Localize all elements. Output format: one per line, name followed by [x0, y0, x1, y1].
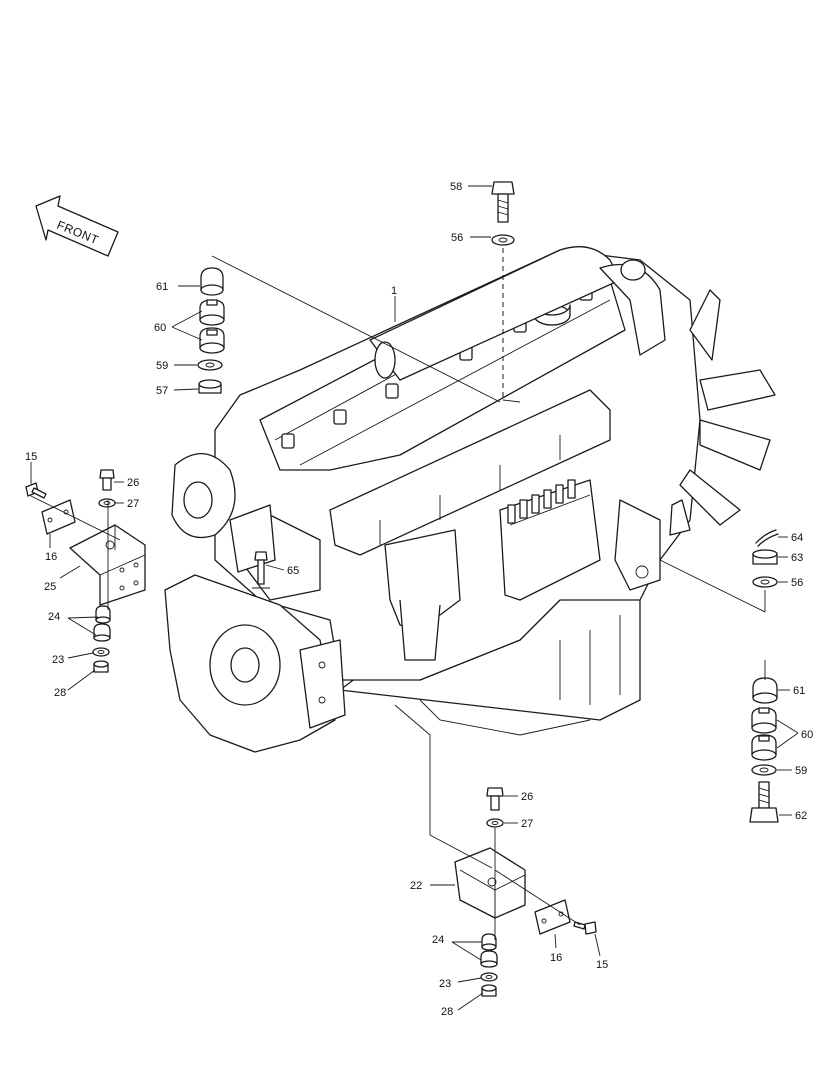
washer-59-top: [197, 359, 223, 371]
callout-60-top: 60: [154, 322, 166, 334]
isolator-24a-left: [95, 605, 111, 624]
callout-61-right: 61: [793, 685, 805, 697]
isolator-60a-right: [751, 707, 777, 734]
plate-16-bottom: [534, 899, 571, 935]
callout-59-right: 59: [795, 765, 807, 777]
callout-61-top: 61: [156, 281, 168, 293]
callout-24-left: 24: [48, 611, 60, 623]
bracket-25: [69, 524, 146, 606]
isolator-60a-top: [199, 299, 225, 326]
callout-leaders: [30, 185, 799, 1011]
bolt-26-left: [99, 469, 115, 491]
callout-labels: 58 56 61 1 60 59 57 15 26 27 16 25 24 23…: [25, 181, 813, 1018]
cotter-pin-64: [755, 529, 779, 547]
isolator-24b-left: [93, 623, 111, 642]
callout-22: 22: [410, 880, 422, 892]
callout-59-top: 59: [156, 360, 168, 372]
washer-23-bottom: [480, 972, 498, 982]
callout-56-top: 56: [451, 232, 463, 244]
washer-27-left: [98, 498, 116, 508]
callout-24-bottom: 24: [432, 934, 444, 946]
callout-28-bottom: 28: [441, 1006, 453, 1018]
nut-57: [198, 379, 222, 394]
plate-16-left: [41, 499, 76, 535]
isolator-24b-bottom: [480, 950, 498, 968]
isolator-60b-right: [751, 734, 777, 761]
front-arrow-icon: FRONT: [35, 195, 119, 257]
washer-56-right: [752, 576, 778, 588]
isolator-61-top: [200, 267, 224, 296]
callout-27-left: 27: [127, 498, 139, 510]
screw-15-left: [25, 482, 47, 499]
bellhousing-bracket: [299, 639, 346, 729]
callout-60-right: 60: [801, 729, 813, 741]
washer-59-right: [751, 764, 777, 776]
bolt-62: [749, 781, 779, 823]
callout-26-left: 26: [127, 477, 139, 489]
callout-15-bottom: 15: [596, 959, 608, 971]
callout-23-bottom: 23: [439, 978, 451, 990]
callout-26-bottom: 26: [521, 791, 533, 803]
callout-62: 62: [795, 810, 807, 822]
isolator-24a-bottom: [481, 933, 497, 951]
callout-65: 65: [287, 565, 299, 577]
bolt-26-bottom: [486, 787, 504, 811]
injector-pipes: [507, 479, 576, 524]
washer-56-top: [491, 234, 515, 246]
bolt-58: [491, 181, 515, 223]
callout-16-bottom: 16: [550, 952, 562, 964]
callout-15-left: 15: [25, 451, 37, 463]
top-mount-parts: [491, 181, 515, 246]
callout-16-left: 16: [45, 551, 57, 563]
callout-57: 57: [156, 385, 168, 397]
nut-28-bottom: [481, 984, 497, 997]
isolator-60b-top: [199, 327, 225, 354]
washer-27-bottom: [486, 818, 504, 828]
screw-15-bottom: [573, 921, 597, 935]
left-top-isolator-stack: [197, 267, 225, 394]
assembly-lines: [30, 248, 766, 940]
callout-64: 64: [791, 532, 803, 544]
callout-1: 1: [391, 285, 397, 297]
nut-28-left: [93, 660, 109, 673]
left-mount-parts: [25, 469, 146, 673]
callout-56-right: 56: [791, 577, 803, 589]
washer-23-left: [92, 647, 110, 657]
nut-63: [752, 549, 778, 565]
right-mount-parts: [749, 529, 779, 823]
callout-25: 25: [44, 581, 56, 593]
callout-27-bottom: 27: [521, 818, 533, 830]
callout-23-left: 23: [52, 654, 64, 666]
callout-28-left: 28: [54, 687, 66, 699]
callout-58: 58: [450, 181, 462, 193]
bottom-mount-parts: [454, 787, 597, 997]
cooling-fan: [669, 289, 776, 536]
exhaust-manifold: [329, 389, 611, 556]
bolt-65: [252, 551, 270, 589]
isolator-61-right: [752, 677, 778, 704]
engine-assembly: [164, 246, 776, 753]
callout-63: 63: [791, 552, 803, 564]
